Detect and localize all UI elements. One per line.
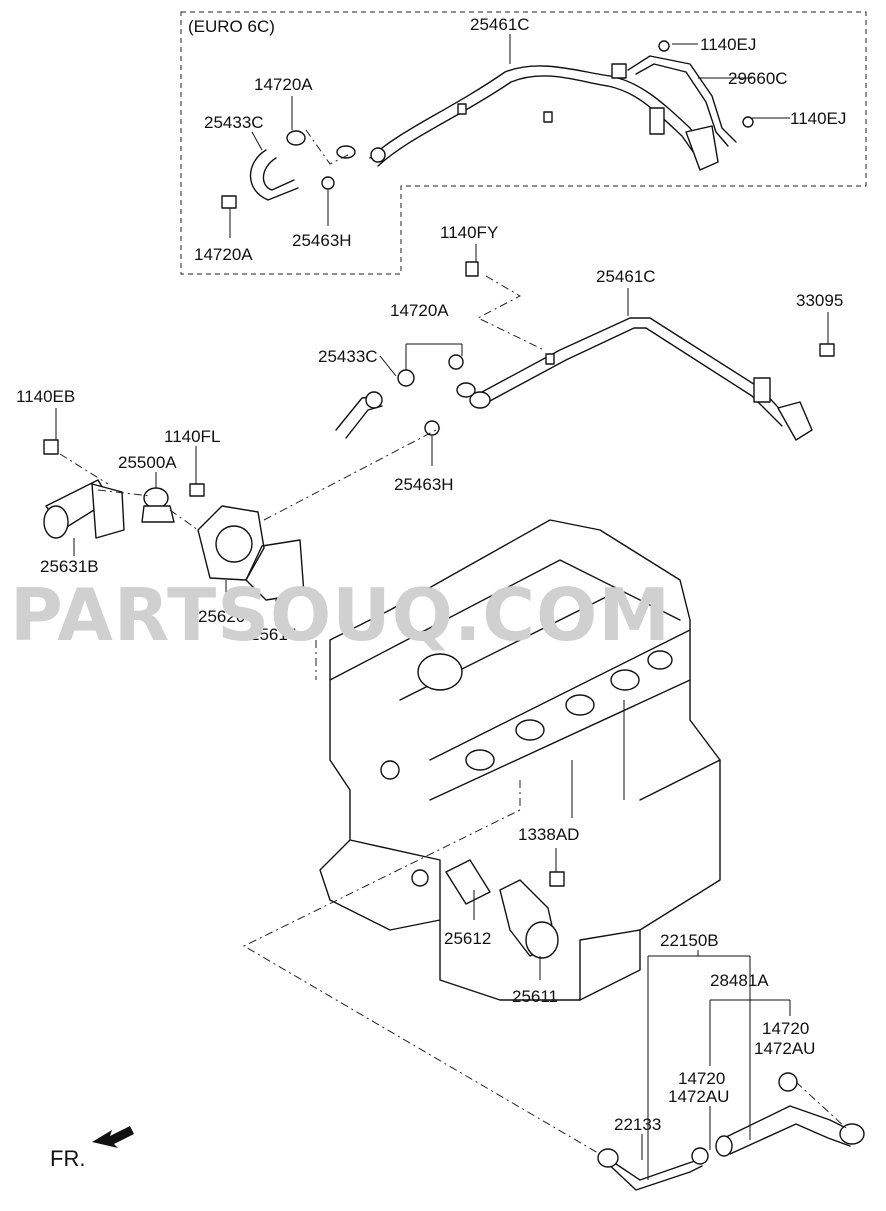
label-1472AU-b: 1472AU xyxy=(668,1087,729,1106)
hose-clamp-b[interactable] xyxy=(448,354,464,370)
label-1140EB: 1140EB xyxy=(16,387,75,406)
nut-1338AD[interactable] xyxy=(549,871,565,887)
bolt-1140FY[interactable] xyxy=(465,261,479,277)
heater-hose[interactable] xyxy=(715,1105,865,1157)
label-25614: 25614 xyxy=(250,625,297,644)
label-14720A-top2: 14720A xyxy=(194,245,253,264)
euro-6c-label: (EURO 6C) xyxy=(188,17,275,36)
water-outlet-fitting[interactable] xyxy=(499,879,559,959)
bypass-hose[interactable] xyxy=(597,1148,703,1191)
euro-clamp-lower[interactable] xyxy=(221,195,237,209)
thermostat-cover[interactable] xyxy=(43,479,125,539)
label-25461C-mid: 25461C xyxy=(596,267,656,286)
label-22150B: 22150B xyxy=(660,931,719,950)
label-22133: 22133 xyxy=(614,1115,661,1134)
label-1472AU-a: 1472AU xyxy=(754,1039,815,1058)
label-25611: 25611 xyxy=(512,987,558,1006)
front-arrow-icon xyxy=(92,1126,134,1148)
label-14720A-top: 14720A xyxy=(254,75,313,94)
label-25463H-top: 25463H xyxy=(292,231,352,250)
label-25461C-top: 25461C xyxy=(470,15,530,34)
hose-clamp-a[interactable] xyxy=(397,369,415,387)
hose[interactable] xyxy=(335,382,476,439)
bolt-33095[interactable] xyxy=(819,343,835,357)
housing-gasket[interactable] xyxy=(245,539,305,601)
label-14720-a: 14720 xyxy=(762,1019,809,1038)
thermostat[interactable] xyxy=(141,487,175,523)
label-25631B: 25631B xyxy=(40,557,99,576)
label-14720-b: 14720 xyxy=(678,1069,725,1088)
euro-breather-bracket[interactable] xyxy=(627,40,754,147)
outlet-gasket[interactable] xyxy=(445,859,491,905)
water-pipe[interactable] xyxy=(469,317,813,441)
label-1338AD: 1338AD xyxy=(518,825,579,844)
euro-o-ring[interactable] xyxy=(321,176,335,190)
label-25500A: 25500A xyxy=(118,453,177,472)
engine-block xyxy=(319,519,721,1001)
front-indicator-label: FR. xyxy=(50,1146,85,1171)
label-29660C: 29660C xyxy=(728,69,788,88)
euro-6c-region-box xyxy=(180,11,867,275)
label-1140FY: 1140FY xyxy=(440,223,498,242)
label-25620: 25620 xyxy=(198,607,245,626)
hose-clamp-c[interactable] xyxy=(778,1072,798,1092)
thermostat-housing[interactable] xyxy=(197,505,265,581)
euro-hose[interactable] xyxy=(250,130,386,201)
hose-clamp-d[interactable] xyxy=(691,1147,709,1165)
bolt-1140EB[interactable] xyxy=(43,439,59,455)
label-25433C-mid: 25433C xyxy=(318,347,378,366)
label-33095: 33095 xyxy=(796,291,843,310)
label-1140EJ-a: 1140EJ xyxy=(700,35,756,54)
label-25433C-top: 25433C xyxy=(204,113,264,132)
label-1140FL: 1140FL xyxy=(164,427,220,446)
label-25612: 25612 xyxy=(444,929,491,948)
watermark: PARTSOUQ.COM xyxy=(10,573,671,657)
bolt-1140FL[interactable] xyxy=(189,483,205,497)
label-1140EJ-b: 1140EJ xyxy=(790,109,846,128)
o-ring[interactable] xyxy=(424,420,440,436)
label-28481A: 28481A xyxy=(710,971,769,990)
label-25463H-mid: 25463H xyxy=(394,475,454,494)
euro-water-pipe[interactable] xyxy=(369,63,719,171)
label-14720A-mid: 14720A xyxy=(390,301,449,320)
